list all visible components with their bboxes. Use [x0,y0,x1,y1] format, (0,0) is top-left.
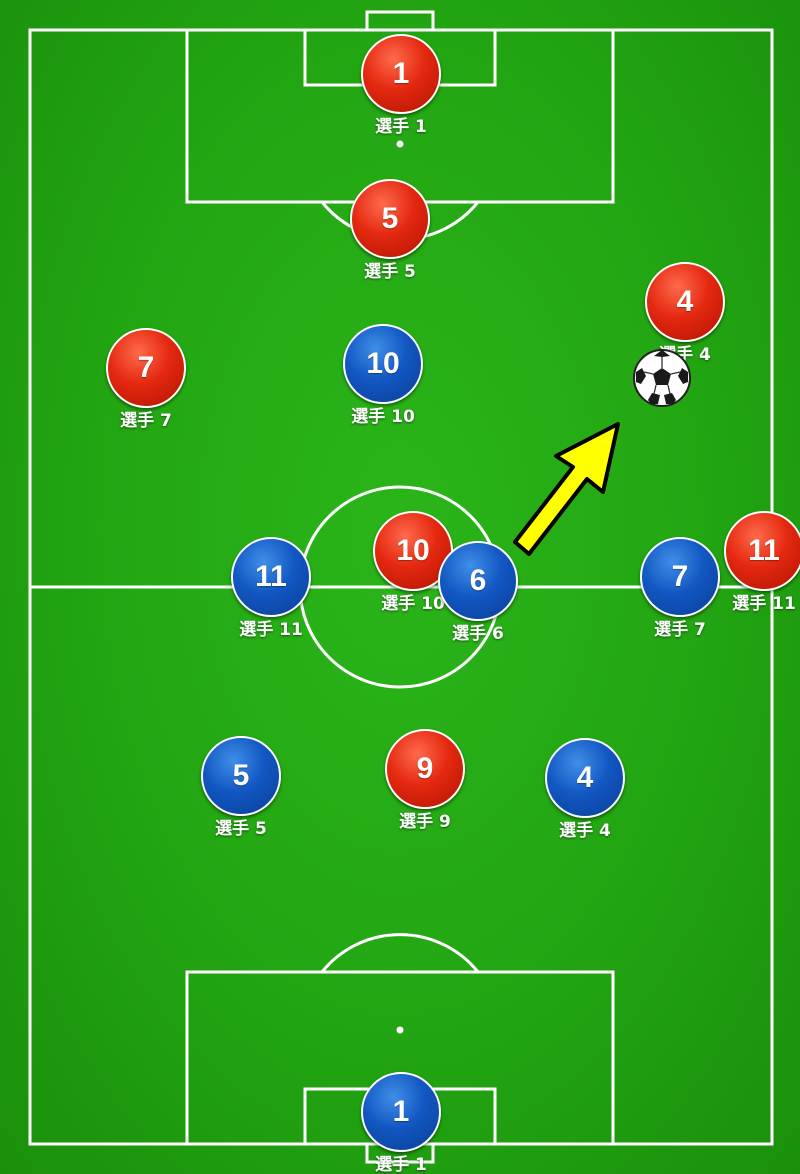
player-disc: 10 [343,324,423,404]
player-disc: 1 [361,1072,441,1152]
player-disc: 9 [385,729,465,809]
player-label: 選手 9 [399,812,451,832]
player-label: 選手 10 [351,407,415,427]
player-token-blue-1[interactable]: 1 選手 1 [361,1072,441,1174]
player-disc: 4 [645,262,725,342]
player-disc: 11 [231,537,311,617]
player-label: 選手 11 [239,620,303,640]
player-token-red-4[interactable]: 4 選手 4 [645,262,725,365]
player-disc: 4 [545,738,625,818]
top-penalty-spot [396,140,404,148]
player-token-red-5[interactable]: 5 選手 5 [350,179,430,282]
top-goal [365,10,435,32]
player-token-blue-5[interactable]: 5 選手 5 [201,736,281,839]
bottom-penalty-spot [396,1026,404,1034]
player-token-blue-11[interactable]: 11 選手 11 [231,537,311,640]
player-label: 選手 10 [381,594,445,614]
player-token-blue-4[interactable]: 4 選手 4 [545,738,625,841]
player-label: 選手 5 [215,819,267,839]
player-disc: 7 [106,328,186,408]
player-token-blue-10[interactable]: 10 選手 10 [343,324,423,427]
player-token-red-11[interactable]: 11 選手 11 [724,511,800,614]
player-label: 選手 1 [375,1155,427,1174]
player-label: 選手 7 [654,620,706,640]
soccer-ball-icon[interactable] [632,348,692,408]
pass-arrow-icon [513,422,620,556]
player-label: 選手 11 [732,594,796,614]
player-disc: 1 [361,34,441,114]
player-disc: 6 [438,541,518,621]
player-token-blue-6[interactable]: 6 選手 6 [438,541,518,644]
player-token-red-9[interactable]: 9 選手 9 [385,729,465,832]
player-token-blue-7[interactable]: 7 選手 7 [640,537,720,640]
player-token-red-1[interactable]: 1 選手 1 [361,34,441,137]
player-token-red-7[interactable]: 7 選手 7 [106,328,186,431]
player-label: 選手 7 [120,411,172,431]
player-disc: 5 [201,736,281,816]
player-disc: 11 [724,511,800,591]
player-label: 選手 5 [364,262,416,282]
player-disc: 7 [640,537,720,617]
player-disc: 5 [350,179,430,259]
player-label: 選手 6 [452,624,504,644]
player-label: 選手 4 [559,821,611,841]
bottom-penalty-arc [320,933,480,973]
player-label: 選手 1 [375,117,427,137]
